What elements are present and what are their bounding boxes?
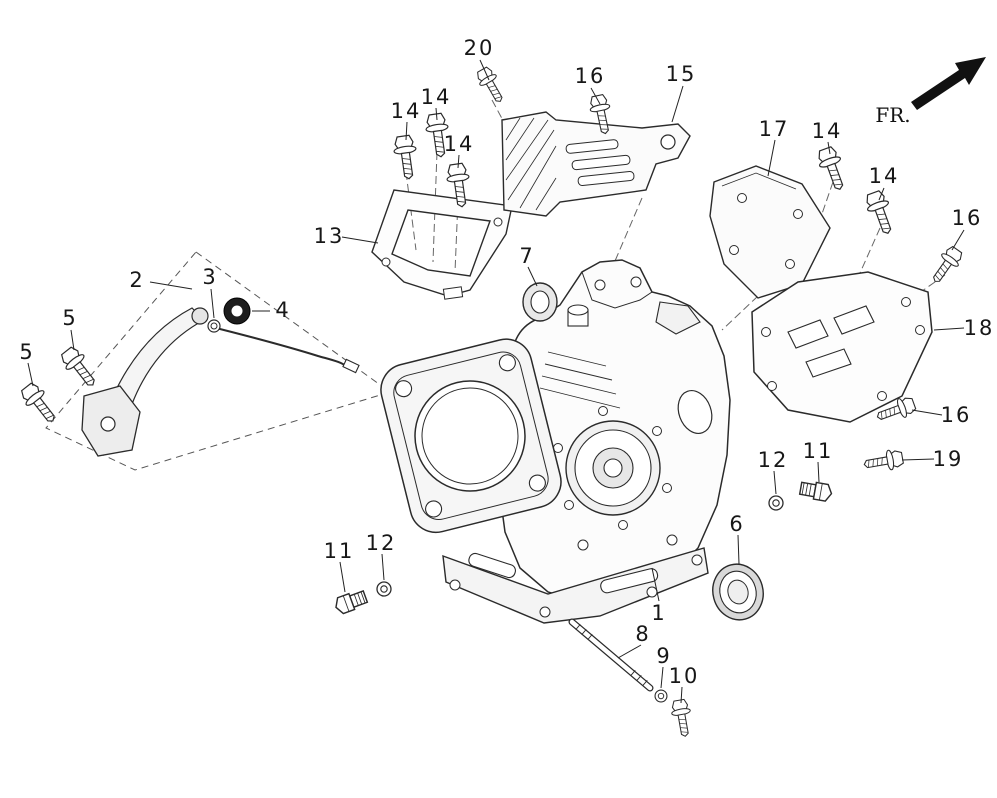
callout-15: 15 bbox=[665, 62, 697, 86]
callout-6: 6 bbox=[729, 512, 745, 536]
callout-16: 16 bbox=[951, 206, 983, 230]
part-15-bracket bbox=[501, 111, 691, 217]
callout-17: 17 bbox=[758, 117, 790, 141]
part-1-crankcase-assembly bbox=[380, 259, 731, 624]
part-19-bolt bbox=[862, 447, 905, 475]
part-12-washer bbox=[768, 495, 784, 511]
part-14-flange-bolt bbox=[814, 144, 851, 194]
callout-9: 9 bbox=[656, 644, 672, 668]
fr-direction-label: FR. bbox=[875, 103, 911, 127]
part-12-washer bbox=[376, 581, 392, 597]
callout-14: 14 bbox=[868, 164, 900, 188]
callout-11: 11 bbox=[802, 439, 834, 463]
callout-16: 16 bbox=[574, 64, 606, 88]
callout-5: 5 bbox=[62, 306, 78, 330]
part-4-nut bbox=[223, 297, 251, 325]
callout-12: 12 bbox=[757, 448, 789, 472]
part-18-side-cover bbox=[751, 271, 933, 423]
callout-2: 2 bbox=[129, 268, 145, 292]
part-11-plug bbox=[332, 587, 369, 616]
part-17-plate bbox=[709, 165, 831, 299]
part-5-bolt bbox=[57, 343, 103, 393]
part-6-oil-seal bbox=[712, 563, 764, 621]
part-13-bracket bbox=[371, 189, 513, 300]
callout-12: 12 bbox=[365, 531, 397, 555]
part-7-bearing-ring bbox=[522, 282, 558, 322]
callout-8: 8 bbox=[635, 622, 651, 646]
part-20-bolt bbox=[473, 64, 509, 107]
callout-11: 11 bbox=[323, 539, 355, 563]
leader-lines bbox=[27, 59, 965, 704]
callout-20: 20 bbox=[463, 36, 495, 60]
part-16-bolt bbox=[926, 243, 966, 288]
part-14-flange-bolt bbox=[391, 134, 421, 181]
part-9-washer bbox=[654, 689, 668, 703]
fr-direction-arrow bbox=[911, 57, 986, 110]
callout-5: 5 bbox=[19, 340, 35, 364]
callout-16: 16 bbox=[940, 403, 972, 427]
callout-14: 14 bbox=[420, 85, 452, 109]
part-3-washer bbox=[207, 319, 221, 333]
callout-13: 13 bbox=[313, 224, 345, 248]
callout-3: 3 bbox=[202, 265, 218, 289]
callout-14: 14 bbox=[390, 99, 422, 123]
callout-7: 7 bbox=[519, 244, 535, 268]
part-2-sensor-assembly bbox=[45, 251, 392, 471]
callout-19: 19 bbox=[932, 447, 964, 471]
callout-14: 14 bbox=[811, 119, 843, 143]
part-5-bolt bbox=[17, 379, 63, 429]
part-10-bolt bbox=[669, 698, 695, 739]
callout-14: 14 bbox=[443, 132, 475, 156]
callout-10: 10 bbox=[668, 664, 700, 688]
callout-4: 4 bbox=[275, 298, 291, 322]
part-11-plug bbox=[798, 479, 834, 503]
callout-18: 18 bbox=[963, 316, 995, 340]
callout-1: 1 bbox=[651, 601, 667, 625]
part-8-stud-bolt bbox=[568, 618, 654, 692]
